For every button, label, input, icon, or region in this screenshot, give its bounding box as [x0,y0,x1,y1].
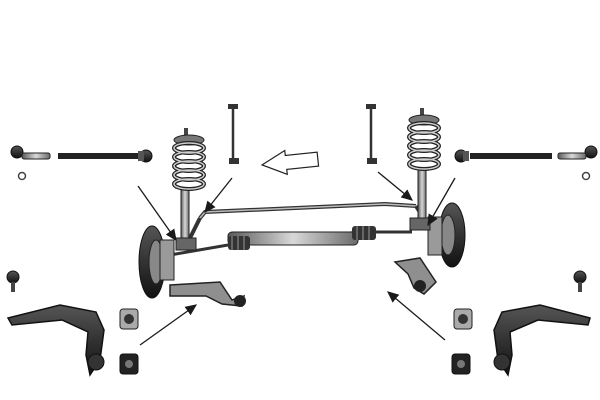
left-inner-tie-rod [58,149,153,163]
right-control-arm [493,304,591,377]
right-tie-rod-end [557,145,598,181]
callout-arrows [137,171,456,346]
right-coil-spring-strut [407,108,441,231]
left-control-arm [6,304,105,377]
left-lower-bushing [119,353,139,375]
callout-arrow-upper-left [137,185,177,242]
forward-arrow-icon [260,149,320,176]
left-rack-boot [228,236,250,250]
right-inner-tie-rod [454,149,552,163]
callout-arrow-lower-right [387,291,446,341]
left-mounted-control-arm [169,281,246,307]
left-stabilizer-link [228,104,239,164]
right-brake-disc [427,202,466,268]
right-stabilizer-link [366,104,377,164]
left-brake-disc [138,225,175,299]
callout-arrow-lower-left [139,304,198,346]
callout-arrow-upper-right [427,177,456,227]
callout-arrow-upper-right-link [377,171,414,201]
right-lower-bushing [451,353,471,375]
left-upper-bushing [119,308,139,330]
right-ball-joint [573,270,587,292]
right-rack-boot [352,226,376,240]
left-ball-joint [6,270,20,292]
right-mounted-control-arm [393,257,437,295]
steering-rack [169,226,412,257]
right-upper-bushing [453,308,473,330]
left-tie-rod-end [10,145,51,181]
callout-arrow-upper-left-link [204,177,233,214]
left-coil-spring-strut [172,128,206,251]
